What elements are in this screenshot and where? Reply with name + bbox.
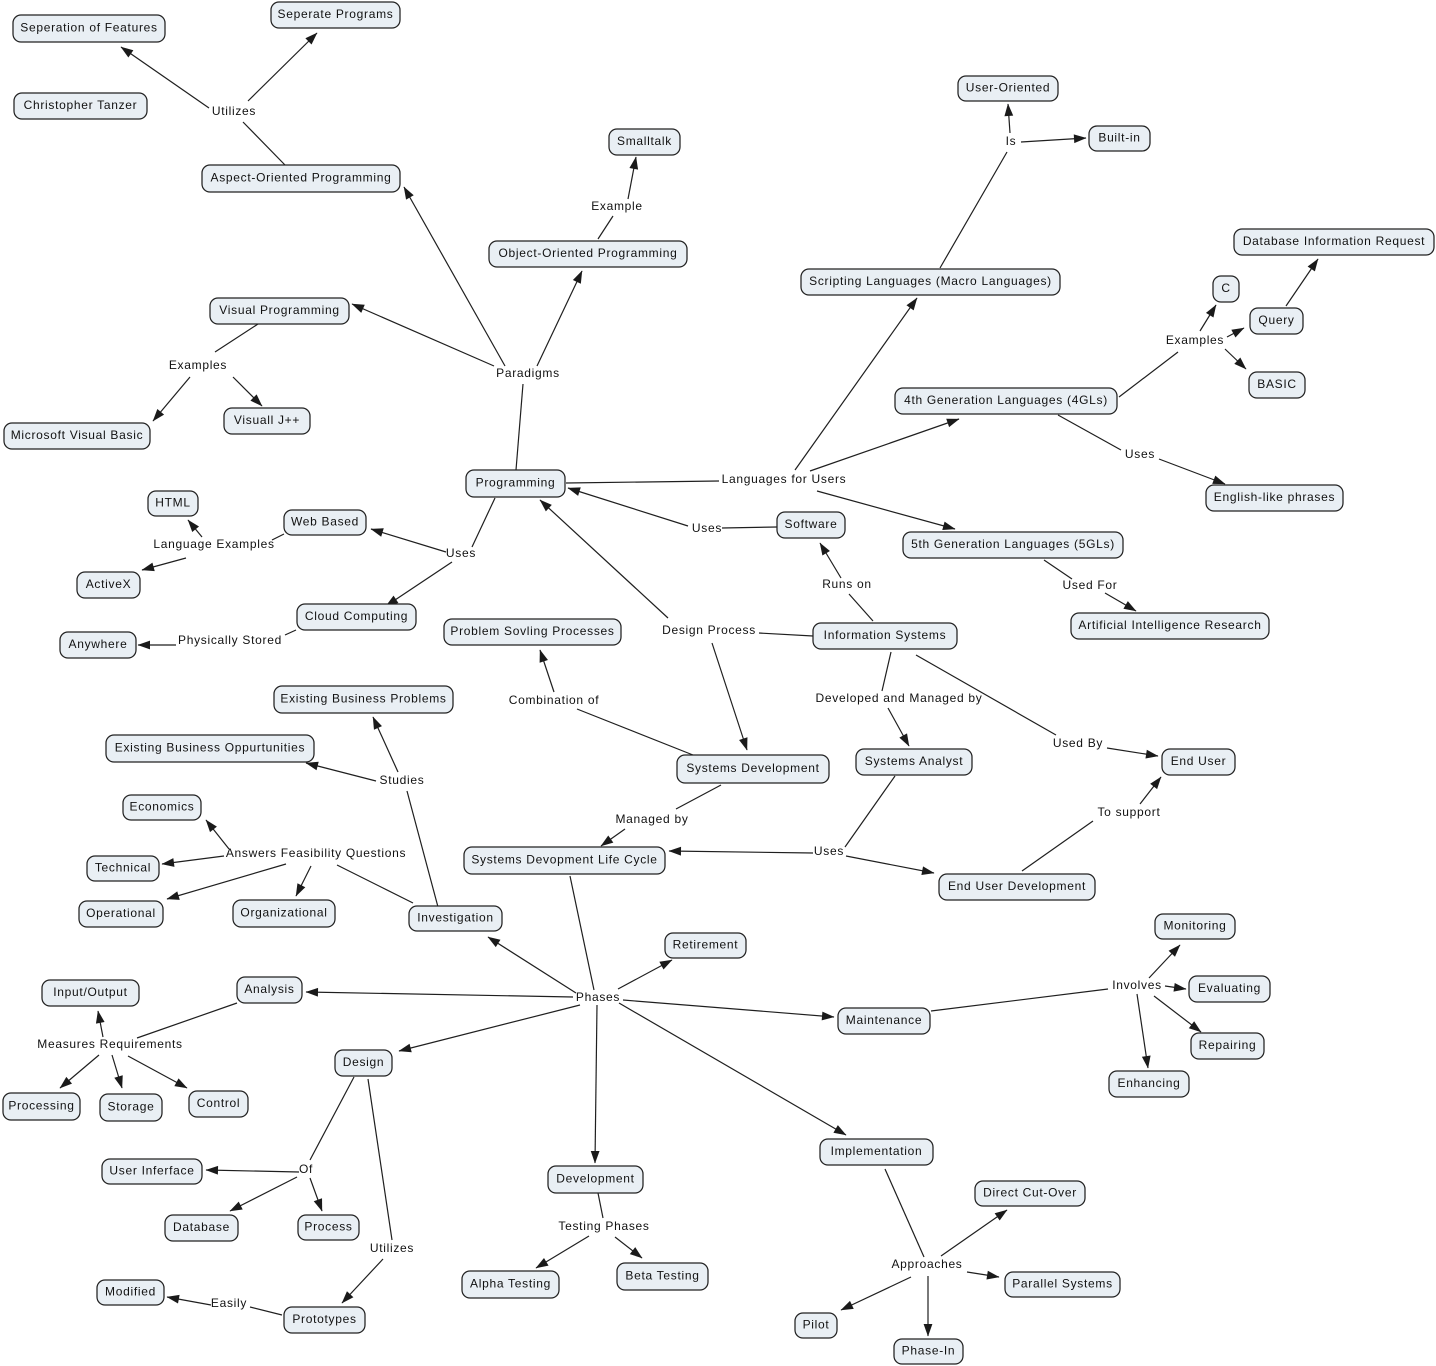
svg-text:Built-in: Built-in	[1098, 130, 1140, 144]
svg-text:Modified: Modified	[105, 1284, 156, 1298]
svg-text:Storage: Storage	[108, 1099, 155, 1113]
svg-text:Development: Development	[556, 1171, 634, 1185]
svg-text:Economics: Economics	[130, 799, 195, 813]
svg-text:User-Oriented: User-Oriented	[966, 80, 1050, 94]
svg-text:Involves: Involves	[1112, 978, 1162, 992]
svg-text:Organizational: Organizational	[240, 905, 327, 919]
svg-text:Evaluating: Evaluating	[1198, 981, 1261, 995]
svg-text:BASIC: BASIC	[1257, 377, 1297, 391]
svg-text:Object-Oriented Programming: Object-Oriented Programming	[499, 246, 678, 260]
svg-text:To support: To support	[1097, 805, 1160, 819]
svg-text:Retirement: Retirement	[673, 937, 739, 951]
svg-text:Processing: Processing	[8, 1098, 74, 1112]
svg-text:Programming: Programming	[476, 475, 556, 489]
svg-text:Used For: Used For	[1063, 578, 1118, 592]
svg-text:Paradigms: Paradigms	[496, 366, 560, 380]
svg-text:Maintenance: Maintenance	[846, 1013, 922, 1027]
svg-text:Software: Software	[785, 517, 838, 531]
svg-text:Smalltalk: Smalltalk	[617, 134, 672, 148]
svg-text:English-like phrases: English-like phrases	[1214, 490, 1335, 504]
svg-text:Database: Database	[173, 1220, 230, 1234]
svg-text:Monitoring: Monitoring	[1163, 918, 1226, 932]
svg-text:Control: Control	[197, 1096, 241, 1110]
svg-text:Direct Cut-Over: Direct Cut-Over	[983, 1185, 1077, 1199]
svg-text:Prototypes: Prototypes	[292, 1312, 356, 1326]
svg-text:Existing Business Problems: Existing Business Problems	[280, 691, 446, 705]
svg-text:End User: End User	[1171, 754, 1227, 768]
svg-text:Utilizes: Utilizes	[212, 104, 256, 118]
svg-text:Visuall J++: Visuall J++	[234, 413, 300, 427]
svg-text:Easily: Easily	[211, 1296, 247, 1310]
svg-text:Uses: Uses	[446, 546, 476, 560]
svg-text:User Inferface: User Inferface	[109, 1163, 194, 1177]
svg-text:Visual Programming: Visual Programming	[219, 303, 339, 317]
svg-text:Pilot: Pilot	[803, 1317, 830, 1331]
svg-text:Information Systems: Information Systems	[824, 628, 947, 642]
svg-text:Examples: Examples	[1166, 333, 1224, 347]
svg-text:Problem Sovling Processes: Problem Sovling Processes	[450, 624, 614, 638]
svg-text:Testing Phases: Testing Phases	[558, 1219, 649, 1233]
svg-text:Scripting Languages (Macro Lan: Scripting Languages (Macro Languages)	[809, 274, 1052, 288]
svg-text:Combination of: Combination of	[509, 693, 600, 707]
svg-text:Measures Requirements: Measures Requirements	[37, 1037, 182, 1051]
svg-text:Seperate Programs: Seperate Programs	[278, 7, 394, 21]
svg-text:Database Information Request: Database Information Request	[1243, 234, 1425, 248]
svg-text:Developed and Managed by: Developed and Managed by	[816, 691, 983, 705]
svg-text:Is: Is	[1006, 134, 1017, 148]
svg-text:Parallel Systems: Parallel Systems	[1012, 1276, 1113, 1290]
svg-text:Microsoft Visual Basic: Microsoft Visual Basic	[11, 428, 144, 442]
svg-text:Physically Stored: Physically Stored	[178, 633, 282, 647]
svg-text:Systems Development: Systems Development	[686, 761, 819, 775]
svg-text:Used By: Used By	[1053, 736, 1103, 750]
svg-text:Repairing: Repairing	[1199, 1038, 1257, 1052]
svg-text:Beta Testing: Beta Testing	[625, 1268, 699, 1282]
svg-text:Christopher Tanzer: Christopher Tanzer	[24, 98, 138, 112]
svg-text:End User Development: End User Development	[948, 879, 1086, 893]
svg-text:Analysis: Analysis	[244, 982, 294, 996]
svg-text:Uses: Uses	[692, 521, 722, 535]
svg-text:Answers Feasibility Questions: Answers Feasibility Questions	[226, 846, 406, 860]
svg-text:Cloud Computing: Cloud Computing	[305, 609, 408, 623]
svg-text:HTML: HTML	[155, 495, 190, 509]
svg-text:Example: Example	[591, 199, 643, 213]
svg-text:Utilizes: Utilizes	[370, 1241, 414, 1255]
svg-text:Languages for Users: Languages for Users	[722, 472, 847, 486]
svg-text:Implementation: Implementation	[831, 1144, 923, 1158]
svg-text:C: C	[1221, 281, 1230, 295]
svg-text:Of: Of	[299, 1162, 313, 1176]
svg-text:ActiveX: ActiveX	[86, 577, 132, 591]
svg-text:Studies: Studies	[380, 773, 425, 787]
svg-text:Design: Design	[343, 1055, 385, 1069]
svg-text:Runs on: Runs on	[822, 577, 872, 591]
svg-text:Existing Business Oppurtunitie: Existing Business Oppurtunities	[115, 740, 305, 754]
svg-text:Examples: Examples	[169, 358, 227, 372]
svg-text:Approaches: Approaches	[891, 1257, 962, 1271]
svg-text:Managed by: Managed by	[615, 812, 688, 826]
svg-text:Query: Query	[1258, 313, 1294, 327]
svg-text:Phase-In: Phase-In	[902, 1343, 956, 1357]
svg-text:Uses: Uses	[1125, 447, 1155, 461]
svg-text:4th Generation Languages (4GLs: 4th Generation Languages (4GLs)	[904, 393, 1108, 407]
svg-text:Seperation of Features: Seperation of Features	[20, 20, 157, 34]
svg-text:Enhancing: Enhancing	[1117, 1076, 1180, 1090]
svg-text:Aspect-Oriented Programming: Aspect-Oriented Programming	[211, 170, 392, 184]
svg-text:Web Based: Web Based	[291, 514, 359, 528]
svg-text:5th Generation Languages (5GLs: 5th Generation Languages (5GLs)	[911, 537, 1115, 551]
svg-text:Operational: Operational	[86, 906, 156, 920]
svg-text:Systems Devopment Life Cycle: Systems Devopment Life Cycle	[471, 852, 657, 866]
svg-text:Systems Analyst: Systems Analyst	[865, 754, 964, 768]
svg-text:Language Examples: Language Examples	[153, 537, 274, 551]
svg-text:Design Process: Design Process	[662, 623, 756, 637]
svg-text:Phases: Phases	[576, 990, 620, 1004]
svg-text:Uses: Uses	[814, 844, 844, 858]
svg-text:Technical: Technical	[95, 860, 151, 874]
svg-text:Input/Output: Input/Output	[53, 985, 127, 999]
svg-text:Alpha Testing: Alpha Testing	[470, 1276, 551, 1290]
svg-text:Anywhere: Anywhere	[69, 637, 128, 651]
svg-text:Investigation: Investigation	[417, 910, 493, 924]
svg-text:Process: Process	[304, 1219, 352, 1233]
svg-text:Artificial Intelligence Resear: Artificial Intelligence Research	[1078, 618, 1261, 632]
